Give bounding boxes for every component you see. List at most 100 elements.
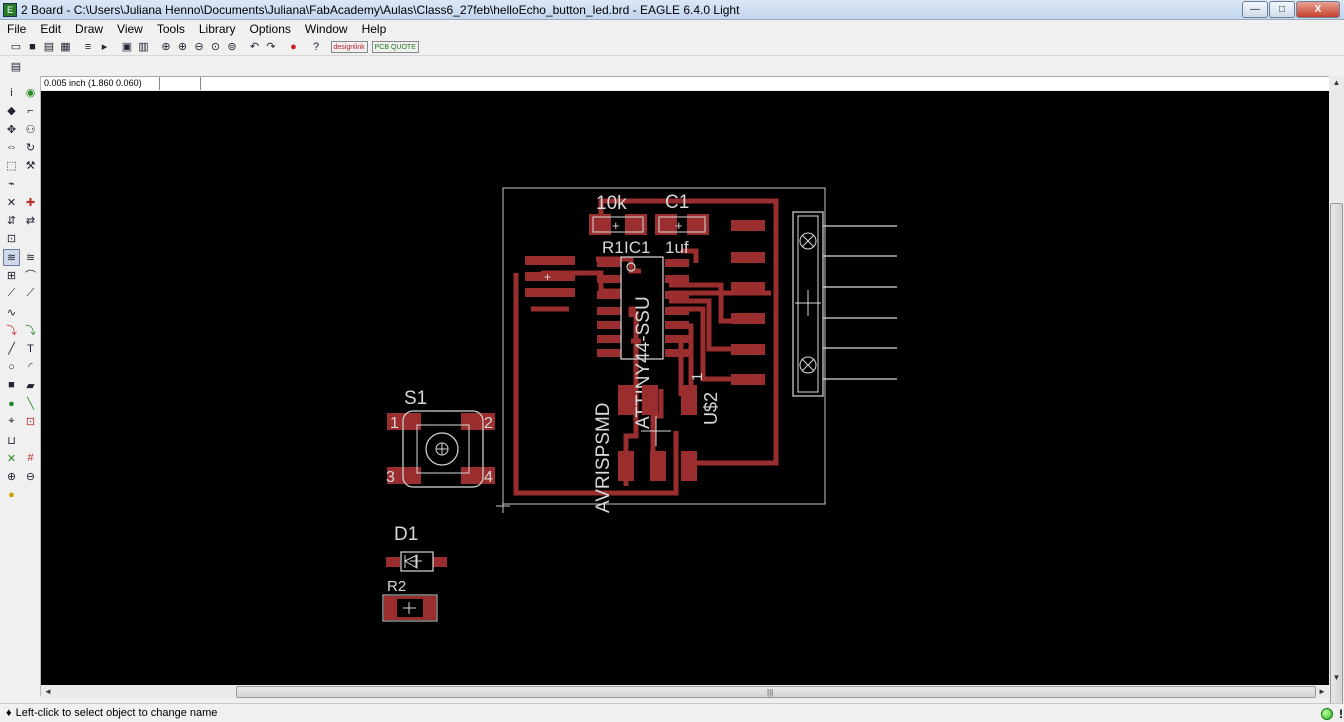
- d1-pad-left: [386, 557, 400, 567]
- horizontal-scroll-thumb[interactable]: |||: [236, 686, 1316, 698]
- redo-icon[interactable]: ↷: [266, 41, 276, 53]
- save-icon[interactable]: ■: [29, 40, 36, 53]
- rect-icon[interactable]: ■: [8, 379, 15, 392]
- s1-outline: [402, 410, 484, 488]
- menu-options[interactable]: Options: [249, 22, 291, 36]
- board-icon[interactable]: ▣: [121, 41, 133, 53]
- status-warning-icon[interactable]: !: [1339, 707, 1343, 721]
- coordinate-spacer: [161, 77, 201, 90]
- attribute-icon[interactable]: ⊡: [25, 416, 36, 429]
- scroll-down-arrow[interactable]: ▼: [1332, 673, 1341, 682]
- paste-icon[interactable]: ⌁: [8, 178, 15, 191]
- zoom-redraw-icon[interactable]: ⊙: [210, 41, 221, 53]
- circle-icon[interactable]: ○: [8, 360, 15, 373]
- print-icon[interactable]: ▤: [43, 41, 55, 53]
- arc-icon[interactable]: ◜: [28, 361, 33, 374]
- menu-file[interactable]: File: [7, 22, 27, 36]
- replace-icon[interactable]: ⇄: [25, 215, 36, 228]
- pcb-quote-badge[interactable]: PCB QUOTE: [371, 40, 419, 53]
- name-icon[interactable]: ≊: [25, 251, 36, 264]
- scroll-grip: |||: [767, 688, 774, 697]
- ripup-icon[interactable]: ⤵: [6, 325, 17, 338]
- dimension-icon[interactable]: ⊔: [7, 434, 16, 447]
- copy-icon[interactable]: ⚇: [25, 123, 36, 136]
- menu-view[interactable]: View: [117, 22, 143, 36]
- info-icon[interactable]: i: [10, 86, 13, 99]
- scroll-right-arrow[interactable]: ►: [1318, 687, 1326, 696]
- scroll-up-arrow[interactable]: ▲: [1332, 78, 1341, 87]
- vertical-scroll-thumb[interactable]: [1330, 203, 1343, 709]
- lock-icon[interactable]: ⊡: [6, 233, 17, 246]
- change-icon[interactable]: ⚒: [25, 160, 36, 173]
- hole-icon[interactable]: ⌖: [8, 415, 15, 428]
- drc-icon[interactable]: ⊖: [25, 471, 36, 484]
- design-link-badge[interactable]: designlink: [330, 40, 368, 53]
- ratsnest-icon[interactable]: ✕: [6, 452, 17, 465]
- mark-icon[interactable]: ⌐: [27, 104, 34, 117]
- zoom-out-icon[interactable]: ⊖: [194, 41, 204, 53]
- ripup-alt-icon[interactable]: ⤵: [25, 325, 36, 338]
- text-icon[interactable]: T: [27, 342, 34, 355]
- open-icon[interactable]: ▭: [10, 41, 22, 53]
- zoom-in-icon[interactable]: ⊕: [177, 41, 188, 53]
- display-icon[interactable]: ◆: [7, 105, 16, 118]
- menu-tools[interactable]: Tools: [156, 22, 185, 36]
- menu-edit[interactable]: Edit: [40, 22, 62, 36]
- us2-label: U$2: [701, 392, 721, 425]
- polygon-icon[interactable]: ▰: [26, 379, 35, 392]
- via-icon[interactable]: ●: [8, 397, 15, 410]
- coordinate-bar: 0.005 inch (1.860 0.060): [41, 76, 1344, 90]
- move-icon[interactable]: ✥: [6, 123, 17, 136]
- signal-icon[interactable]: ╲: [27, 398, 34, 411]
- ftdi-holes: [795, 232, 821, 374]
- scroll-left-arrow[interactable]: ◄: [44, 687, 52, 696]
- errors-icon[interactable]: ●: [8, 489, 15, 502]
- c1-pad-right: [687, 214, 709, 235]
- command-grid: i ◉ ◆ ⌐ ✥ ⚇ ⇔ ↻ ⬚ ⚒ ⌁ ✕ ✚ ⇵ ⇄ ⊡ ≋ ≊ ⊞ ⌒ …: [3, 84, 40, 505]
- value-icon[interactable]: ⊞: [6, 269, 17, 282]
- menu-window[interactable]: Window: [304, 22, 348, 36]
- c1-name-label: C1: [665, 192, 689, 213]
- optimize-icon[interactable]: ⟋: [26, 287, 35, 300]
- board-drawing: + 10k R1 + C1 1uf IC1 ATTINY4: [382, 187, 897, 622]
- split-icon[interactable]: ⟋: [7, 287, 16, 300]
- script-icon[interactable]: ≡: [84, 40, 92, 53]
- board-canvas[interactable]: + 10k R1 + C1 1uf IC1 ATTINY4: [41, 91, 1329, 685]
- add-icon[interactable]: ✚: [25, 196, 36, 209]
- menu-help[interactable]: Help: [361, 22, 387, 36]
- run-icon[interactable]: ▸: [101, 41, 108, 53]
- delete-icon[interactable]: ✕: [6, 196, 17, 209]
- r1-value-label: 10k: [596, 193, 627, 214]
- help-icon[interactable]: ?: [312, 40, 320, 53]
- group-icon[interactable]: ⬚: [6, 160, 17, 173]
- r1-name-label: R1: [602, 238, 624, 257]
- stop-icon[interactable]: ●: [290, 40, 297, 53]
- mirror-icon[interactable]: ⇔: [6, 141, 17, 154]
- pinswap-icon[interactable]: ⇵: [6, 215, 17, 228]
- schematic-icon[interactable]: ▥: [138, 41, 149, 53]
- horizontal-scrollbar[interactable]: ◄ ||| ►: [41, 685, 1329, 699]
- maximize-button[interactable]: □: [1269, 1, 1295, 18]
- cam-icon[interactable]: ▦: [60, 41, 71, 53]
- wire-icon[interactable]: ╱: [8, 343, 15, 356]
- smash-icon[interactable]: ≋: [3, 248, 20, 266]
- menu-draw[interactable]: Draw: [75, 22, 104, 36]
- auto-icon[interactable]: #: [27, 452, 34, 465]
- status-ready-icon[interactable]: [1321, 708, 1333, 720]
- d1-origin-marker: [410, 555, 422, 567]
- minimize-button[interactable]: —: [1242, 1, 1268, 18]
- zoom-fit-icon[interactable]: ⊕: [161, 41, 171, 53]
- rotate-icon[interactable]: ↻: [25, 141, 36, 154]
- s1-pin4-label: 4: [484, 469, 493, 486]
- zoom-select-icon[interactable]: ⊚: [227, 41, 237, 53]
- undo-icon[interactable]: ↶: [249, 41, 260, 53]
- route-icon[interactable]: ∿: [6, 306, 17, 319]
- erc-icon[interactable]: ⊕: [6, 471, 17, 484]
- show-icon[interactable]: ◉: [25, 87, 36, 99]
- miter-icon[interactable]: ⌒: [25, 270, 36, 283]
- s1-name-label: S1: [404, 388, 427, 409]
- vertical-scrollbar[interactable]: ▲ ▼: [1329, 76, 1344, 709]
- close-button[interactable]: X: [1296, 1, 1340, 18]
- layer-select-icon[interactable]: ▤: [10, 60, 22, 73]
- menu-library[interactable]: Library: [198, 22, 236, 36]
